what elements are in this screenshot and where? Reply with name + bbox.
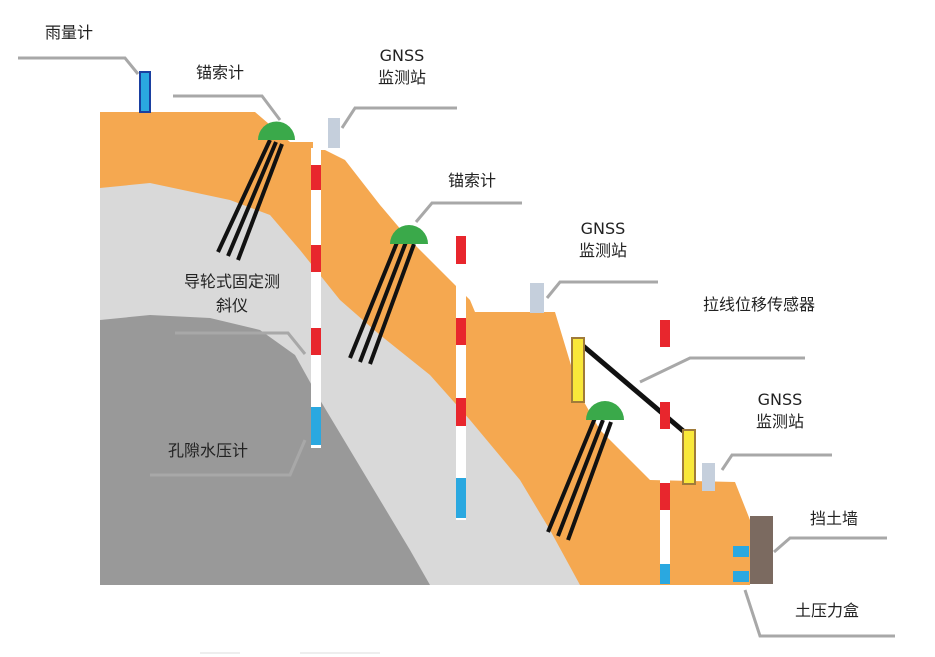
label-anchor-meter-2: 锚索计	[448, 171, 497, 190]
gnss-station-2-device	[530, 283, 544, 313]
leader-gnss-3	[720, 453, 832, 471]
gnss-station-1-device	[328, 118, 340, 148]
leader-rain-gauge	[18, 56, 140, 75]
leader-wire-sensor	[639, 356, 805, 384]
leader-anchor-1	[173, 94, 282, 121]
leader-retaining-wall	[773, 536, 887, 554]
anchor-meter-1-device	[216, 121, 295, 261]
label-wire-displacement-sensor: 拉线位移传感器	[703, 295, 816, 314]
label-rain-gauge: 雨量计	[45, 23, 94, 42]
soil-layers	[100, 112, 750, 585]
leader-earth-pressure	[743, 589, 895, 638]
label-gnss-station-3: GNSS 监测站	[755, 390, 804, 431]
leader-gnss-1	[340, 106, 457, 129]
label-inclinometer: 导轮式固定测 斜仪	[183, 272, 280, 315]
label-gnss-station-2: GNSS 监测站	[578, 219, 627, 260]
label-piezometer: 孔隙水压计	[168, 441, 249, 460]
bedrock-layer	[100, 315, 430, 585]
earth-pressure-cell-upper	[733, 546, 749, 557]
label-earth-pressure-cell: 土压力盒	[795, 601, 860, 620]
retaining-wall-device	[750, 516, 773, 584]
leader-anchor-2	[414, 201, 522, 223]
rain-gauge-device	[139, 71, 151, 113]
anchor-meter-3-device	[546, 401, 624, 541]
leader-piezometer	[150, 439, 307, 477]
label-gnss-station-1: GNSS 监测站	[377, 46, 426, 87]
earth-pressure-cell-lower	[733, 571, 749, 582]
anchor-meter-2-device	[348, 225, 428, 365]
leader-inclinometer	[175, 331, 307, 355]
leader-gnss-2	[545, 280, 658, 299]
wire-displacement-sensor-device	[571, 337, 696, 485]
borehole-2	[456, 232, 466, 520]
borehole-1	[311, 148, 321, 448]
gnss-station-3-device	[702, 463, 715, 491]
leader-lines	[18, 56, 895, 638]
borehole-3	[660, 318, 670, 584]
label-retaining-wall: 挡土墙	[810, 509, 859, 528]
label-anchor-meter-1: 锚索计	[196, 63, 245, 82]
